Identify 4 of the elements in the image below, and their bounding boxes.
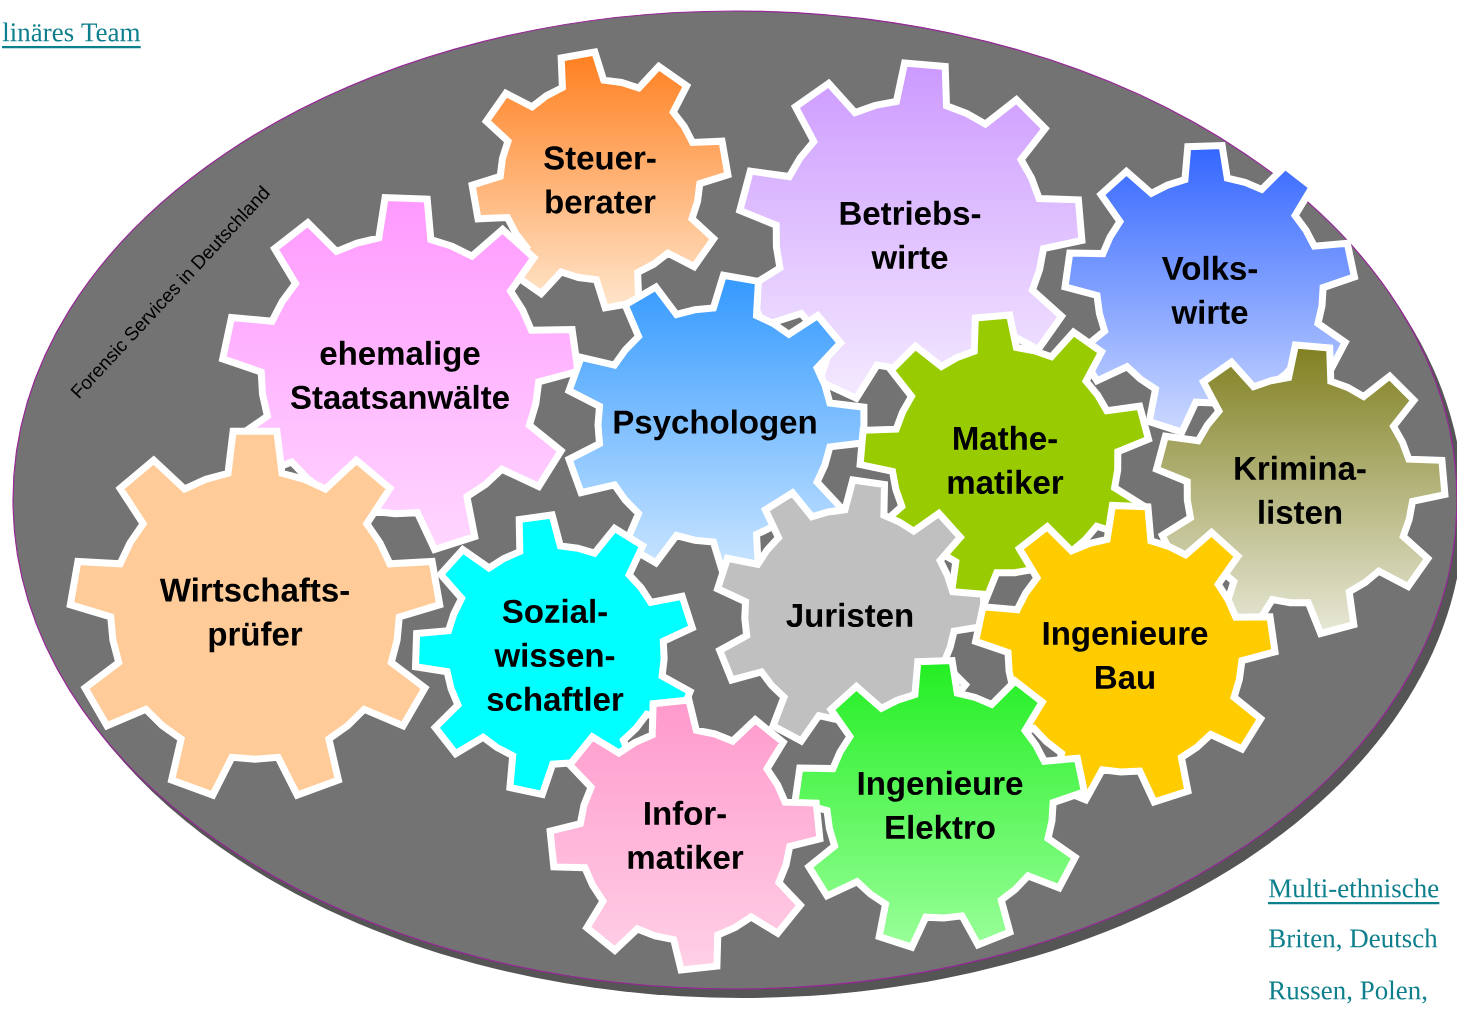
heading-link: Multi-ethnische: [1268, 878, 1440, 905]
note-text: Russen, Polen,: [1269, 980, 1427, 1004]
note-text: Briten, Deutsch: [1269, 928, 1438, 952]
heading-link: linäres Team: [2, 22, 141, 49]
